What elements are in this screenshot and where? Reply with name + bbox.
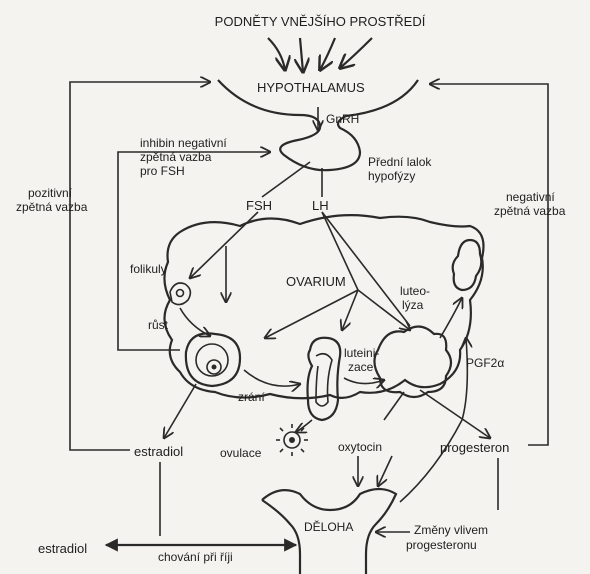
luteolysis-label-line1: luteo- [400, 284, 431, 298]
uterus-label: DĚLOHA [304, 520, 354, 534]
ovarium-label: OVARIUM [286, 274, 346, 289]
ovary-outline [163, 214, 485, 400]
ovulation-egg [276, 424, 308, 456]
estradiol-left-label: estradiol [134, 444, 184, 459]
corpus-luteum [373, 325, 453, 399]
inhibin-loop [117, 152, 270, 351]
positive-feedback-loop [69, 82, 210, 451]
negative-feedback-label-line2: zpětná vazba [494, 204, 566, 218]
negative-feedback-label-line1: negativní [506, 190, 555, 204]
positive-feedback-label-line1: pozitivní [28, 186, 73, 200]
progesterone-label: progesteron [440, 440, 510, 455]
small-follicle [169, 282, 192, 306]
luteolysis-body [451, 238, 483, 292]
inhibin-label-line1: inhibin negativní [140, 136, 227, 150]
pgf-label: PGF2α [466, 356, 505, 370]
maturation-arrow [243, 369, 300, 386]
fsh-to-follicles-arrow [190, 211, 259, 278]
changes-label-line1: Změny vlivem [414, 523, 489, 537]
hypothalamus-pituitary-outline [217, 79, 419, 172]
ovulation-label: ovulace [220, 446, 262, 460]
stimuli-arrows [267, 37, 373, 72]
luteinizing-body [306, 336, 342, 422]
gnrh-label: GnRH [326, 112, 360, 126]
luteinization-label-line1: luteini- [344, 346, 380, 360]
maturation-label: zrání [238, 390, 265, 404]
large-follicle [184, 332, 242, 388]
oxytocin-label: oxytocin [338, 440, 383, 454]
pituitary-label-line1: Přední lalok [368, 155, 432, 169]
luteolysis-label-line2: lýza [402, 298, 424, 312]
fsh-line [261, 161, 311, 198]
changes-label-line2: progesteronu [406, 538, 477, 552]
growth-label: růst [148, 318, 169, 332]
uterus-outline [261, 487, 398, 574]
growth-arrow [179, 307, 210, 336]
inhibin-label-line3: pro FSH [140, 164, 185, 178]
positive-feedback-label-line2: zpětná vazba [16, 200, 88, 214]
lh-label: LH [312, 198, 329, 213]
fsh-label: FSH [246, 198, 272, 213]
estradiol-bottom-label: estradiol [38, 541, 88, 556]
pituitary-label-line2: hypofýzy [368, 169, 416, 183]
external-stimuli-label: PODNĚTY VNĚJŠÍHO PROSTŘEDÍ [214, 14, 426, 29]
hypothalamus-label: HYPOTHALAMUS [257, 80, 365, 95]
follicles-label: folikuly [130, 262, 167, 276]
inhibin-label-line2: zpětná vazba [140, 150, 212, 164]
luteinization-label-line2: zace [348, 360, 374, 374]
estrus-behavior-label: chování při říji [158, 550, 233, 564]
negative-feedback-loop [430, 84, 549, 446]
